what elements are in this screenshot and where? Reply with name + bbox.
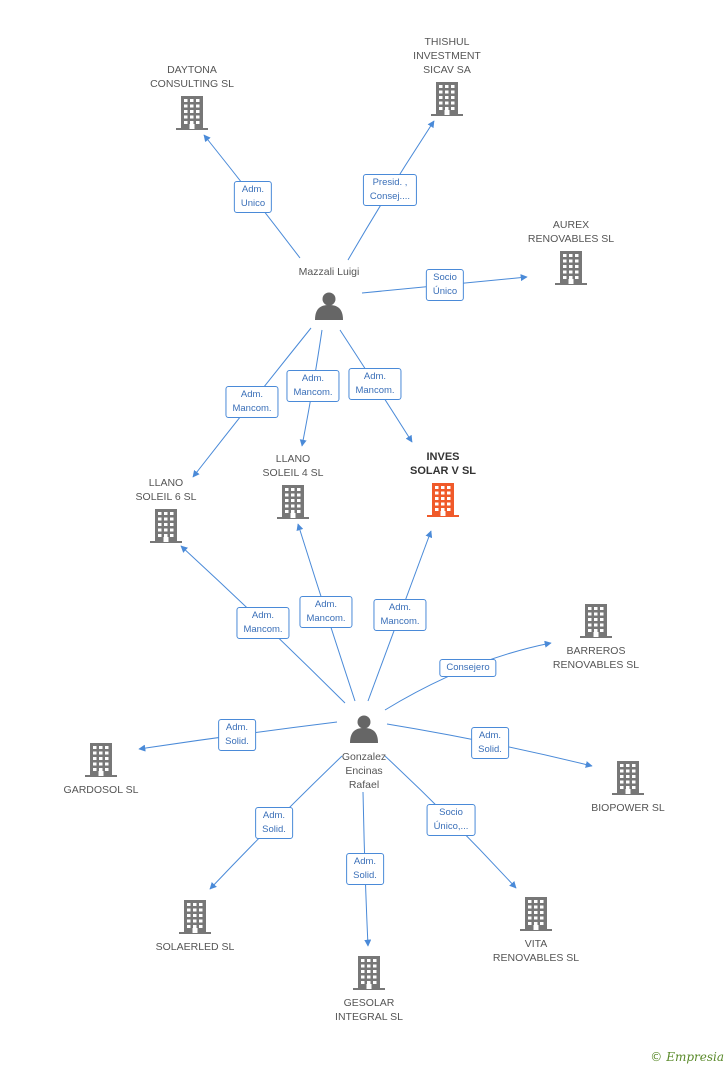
company-name-gardosol[interactable]: GARDOSOL SL: [63, 784, 139, 796]
building-icon-vita[interactable]: [520, 897, 552, 931]
person-icon-gonzalez[interactable]: [350, 715, 378, 744]
building-icon-inves[interactable]: [427, 483, 459, 517]
relation-label-gonzalez-llano6[interactable]: Adm.Mancom.: [236, 607, 290, 639]
relation-label-gonzalez-llano4[interactable]: Adm.Mancom.: [299, 596, 353, 628]
relation-label-mazzali-llano4[interactable]: Adm.Mancom.: [286, 370, 340, 402]
relation-label-mazzali-thishul[interactable]: Presid. ,Consej....: [362, 174, 418, 206]
relation-label-gonzalez-solaerled[interactable]: Adm.Solid.: [255, 807, 293, 839]
building-icon-biopower[interactable]: [612, 761, 644, 795]
building-icon-solaerled[interactable]: [179, 900, 211, 934]
relation-label-mazzali-daytona[interactable]: Adm.Unico: [233, 181, 273, 213]
relation-label-gonzalez-biopower[interactable]: Adm.Solid.: [471, 727, 509, 759]
brand-name: Empresia: [666, 1050, 724, 1064]
nodes-layer: [85, 82, 644, 990]
building-icon-gesolar[interactable]: [353, 956, 385, 990]
relation-label-gonzalez-gesolar[interactable]: Adm.Solid.: [346, 853, 384, 885]
copyright-icon: ©: [650, 1050, 663, 1064]
building-icon-gardosol[interactable]: [85, 743, 117, 777]
relation-label-gonzalez-barreros[interactable]: Consejero: [439, 659, 497, 677]
empresia-brand[interactable]: ©Empresia: [650, 1050, 724, 1064]
building-icon-llano4[interactable]: [277, 485, 309, 519]
building-icon-daytona[interactable]: [176, 96, 208, 130]
person-name-mazzali[interactable]: Mazzali Luigi: [298, 266, 360, 278]
building-icon-barreros[interactable]: [580, 604, 612, 638]
relation-label-mazzali-inves[interactable]: Adm.Mancom.: [348, 368, 402, 400]
company-name-biopower[interactable]: BIOPOWER SL: [591, 802, 665, 814]
building-icon-aurex[interactable]: [555, 251, 587, 285]
edges-layer: [138, 120, 593, 947]
company-name-solaerled[interactable]: SOLAERLED SL: [155, 941, 235, 953]
relation-label-gonzalez-gardosol[interactable]: Adm.Solid.: [218, 719, 256, 751]
relation-label-gonzalez-inves[interactable]: Adm.Mancom.: [373, 599, 427, 631]
relation-label-mazzali-llano6[interactable]: Adm.Mancom.: [225, 386, 279, 418]
building-icon-thishul[interactable]: [431, 82, 463, 116]
building-icon-llano6[interactable]: [150, 509, 182, 543]
person-icon-mazzali[interactable]: [315, 292, 343, 321]
